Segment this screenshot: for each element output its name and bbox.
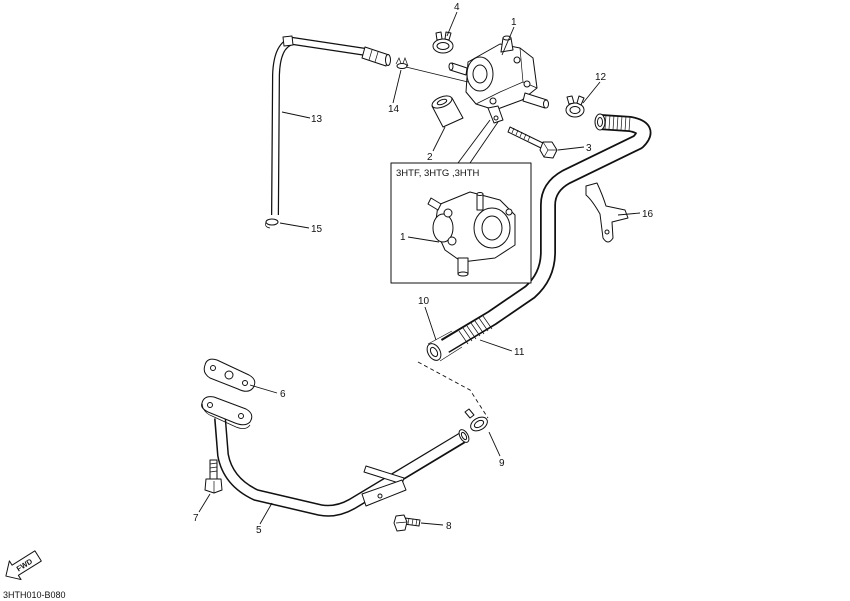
callout-13: 13: [311, 114, 323, 125]
bolt-3: [507, 126, 558, 159]
clamp-4: [432, 31, 454, 54]
callout-7: 7: [193, 513, 199, 524]
inset-label: 3HTF, 3HTG ,3HTH: [396, 168, 480, 179]
clip-14: [395, 57, 409, 69]
callout-14: 14: [388, 104, 400, 115]
callout-2: 2: [427, 152, 433, 163]
callout-10: 10: [418, 296, 430, 307]
callout-9: 9: [499, 458, 505, 469]
fwd-arrow-icon: FWD: [5, 550, 42, 581]
callout-6: 6: [280, 389, 286, 400]
bolt-8: [393, 514, 421, 532]
callout-8: 8: [446, 521, 452, 532]
hose-2: [431, 95, 464, 128]
hose-13: [271, 35, 391, 217]
connection-line: [405, 66, 469, 83]
bolt-7: [204, 459, 223, 494]
callout-1: 1: [511, 17, 517, 28]
callout-11: 11: [514, 347, 525, 358]
inset-fuel-pump: [427, 191, 516, 277]
callout-4: 4: [454, 2, 460, 13]
leader-lines: [198, 11, 641, 526]
callout-3: 3: [586, 143, 592, 154]
inset-callout-1: 1: [400, 232, 406, 243]
clip-15: [265, 218, 279, 229]
figure-code: 3HTH010-B080: [3, 590, 66, 600]
callout-5: 5: [256, 525, 262, 536]
bracket-16: [585, 182, 629, 243]
callout-12: 12: [595, 72, 607, 83]
gasket-6: [203, 358, 256, 392]
fuel-pump: [448, 35, 549, 124]
hose-10-11: [426, 113, 652, 362]
inset-variant: 3HTF, 3HTG ,3HTH 1: [390, 119, 532, 284]
clamp-12: [565, 95, 585, 118]
callout-16: 16: [642, 209, 654, 220]
clamp-9: [464, 408, 488, 432]
callout-15: 15: [311, 224, 323, 235]
routing-line: [417, 361, 489, 419]
pipe-5: [201, 396, 470, 517]
